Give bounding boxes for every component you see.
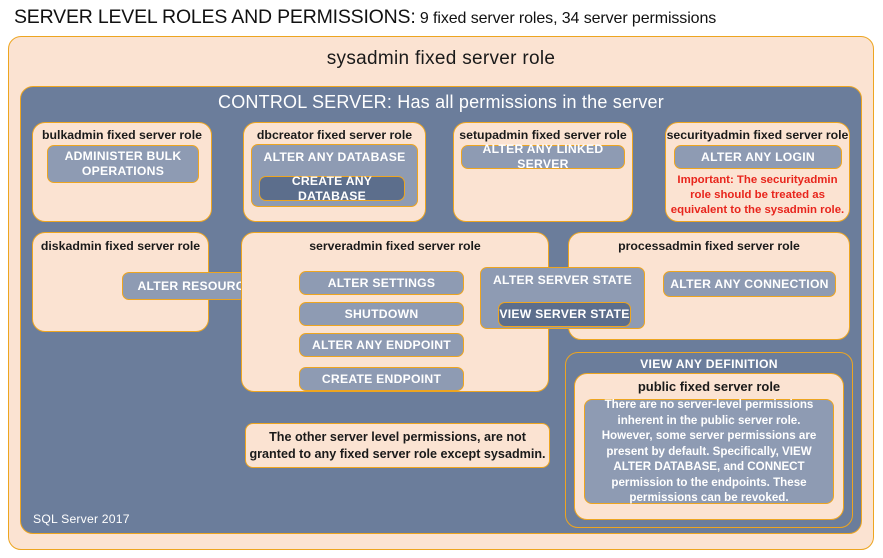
page-title-main: SERVER LEVEL ROLES AND PERMISSIONS:: [14, 6, 416, 28]
note-other-server-permissions: The other server level permissions, are …: [245, 423, 550, 468]
role-title-diskadmin: diskadmin fixed server role: [40, 239, 201, 253]
role-card-setupadmin: [453, 122, 633, 222]
permission-create-endpoint[interactable]: CREATE ENDPOINT: [299, 367, 464, 391]
footer-version-label: SQL Server 2017: [33, 512, 130, 526]
permission-alter-server-state-label: ALTER SERVER STATE: [492, 273, 633, 287]
permission-alter-any-connection[interactable]: ALTER ANY CONNECTION: [663, 271, 836, 297]
role-title-dbcreator: dbcreator fixed server role: [256, 128, 413, 142]
permission-alter-settings[interactable]: ALTER SETTINGS: [299, 271, 464, 295]
public-role-description-box: There are no server-level permissions in…: [584, 398, 834, 504]
permission-alter-any-linked-server[interactable]: ALTER ANY LINKED SERVER: [461, 142, 625, 171]
permission-shutdown[interactable]: SHUTDOWN: [299, 302, 464, 326]
role-title-processadmin: processadmin fixed server role: [618, 239, 800, 253]
securityadmin-warning-text: Important: The securityadmin role should…: [670, 174, 845, 217]
role-card-securityadmin: [665, 122, 850, 222]
permission-view-server-state[interactable]: VIEW SERVER STATE: [498, 302, 631, 327]
public-role-description-text: There are no server-level permissions in…: [601, 398, 817, 505]
role-title-bulkadmin: bulkadmin fixed server role: [42, 128, 202, 142]
role-title-securityadmin: securityadmin fixed server role: [666, 128, 849, 142]
control-server-label: CONTROL SERVER: Has all permissions in t…: [218, 92, 664, 112]
page-title-sub: 9 fixed server roles, 34 server permissi…: [415, 10, 717, 27]
role-title-setupadmin: setupadmin fixed server role: [459, 128, 627, 142]
role-title-serveradmin: serveradmin fixed server role: [309, 239, 481, 253]
role-title-public: public fixed server role: [637, 379, 781, 394]
permission-alter-any-database-label: ALTER ANY DATABASE: [263, 150, 406, 164]
view-any-definition-label: VIEW ANY DEFINITION: [640, 357, 778, 371]
permission-administer-bulk-operations[interactable]: ADMINISTER BULK OPERATIONS: [47, 145, 199, 183]
permission-alter-any-login[interactable]: ALTER ANY LOGIN: [674, 145, 842, 169]
page-title: SERVER LEVEL ROLES AND PERMISSIONS: 9 fi…: [14, 6, 874, 32]
permission-alter-any-endpoint[interactable]: ALTER ANY ENDPOINT: [299, 333, 464, 357]
permission-create-any-database[interactable]: CREATE ANY DATABASE: [259, 174, 405, 203]
sysadmin-role-label: sysadmin fixed server role: [326, 48, 556, 69]
